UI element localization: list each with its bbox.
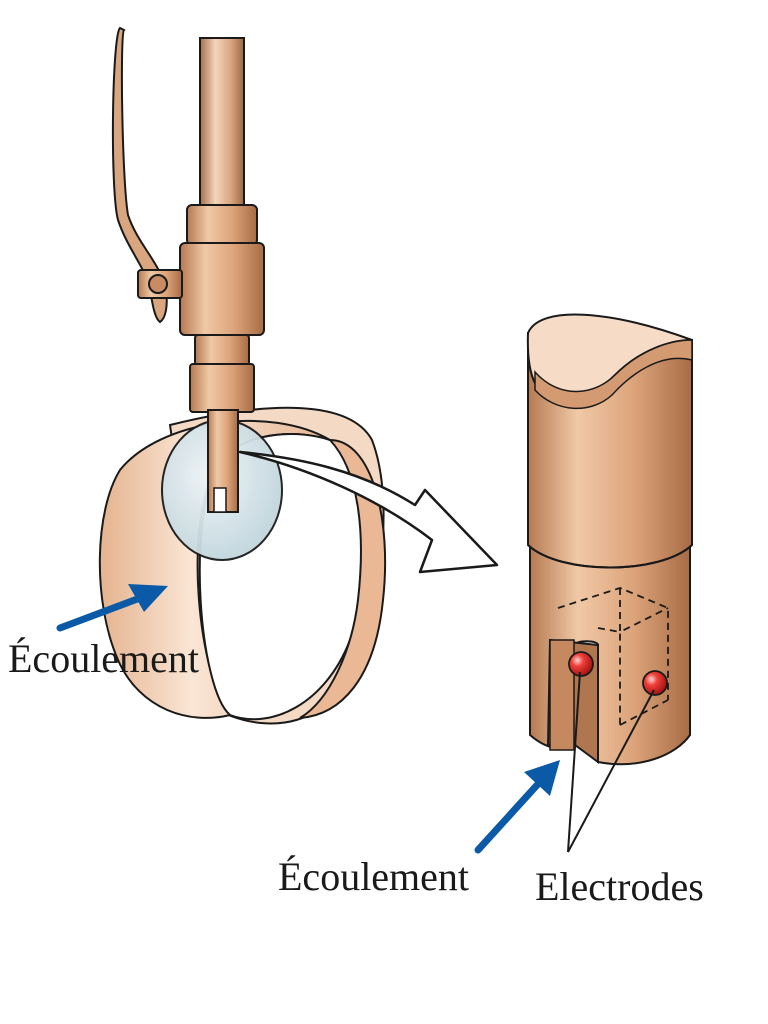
flow-label-right: Écoulement xyxy=(278,854,469,899)
flow-arrow-right-icon xyxy=(474,760,560,854)
flow-arrow-left-icon xyxy=(56,584,168,632)
electrode-leader-lines xyxy=(567,671,655,853)
probe-tip-enlarged xyxy=(526,313,693,766)
curved-callout-arrow-icon xyxy=(238,450,499,574)
probe-mount xyxy=(111,26,265,413)
flow-label-left: Écoulement xyxy=(8,636,199,681)
red-electrode-icon xyxy=(568,651,594,677)
electrodes-label: Electrodes xyxy=(535,864,704,909)
red-electrode-icon xyxy=(642,670,668,696)
